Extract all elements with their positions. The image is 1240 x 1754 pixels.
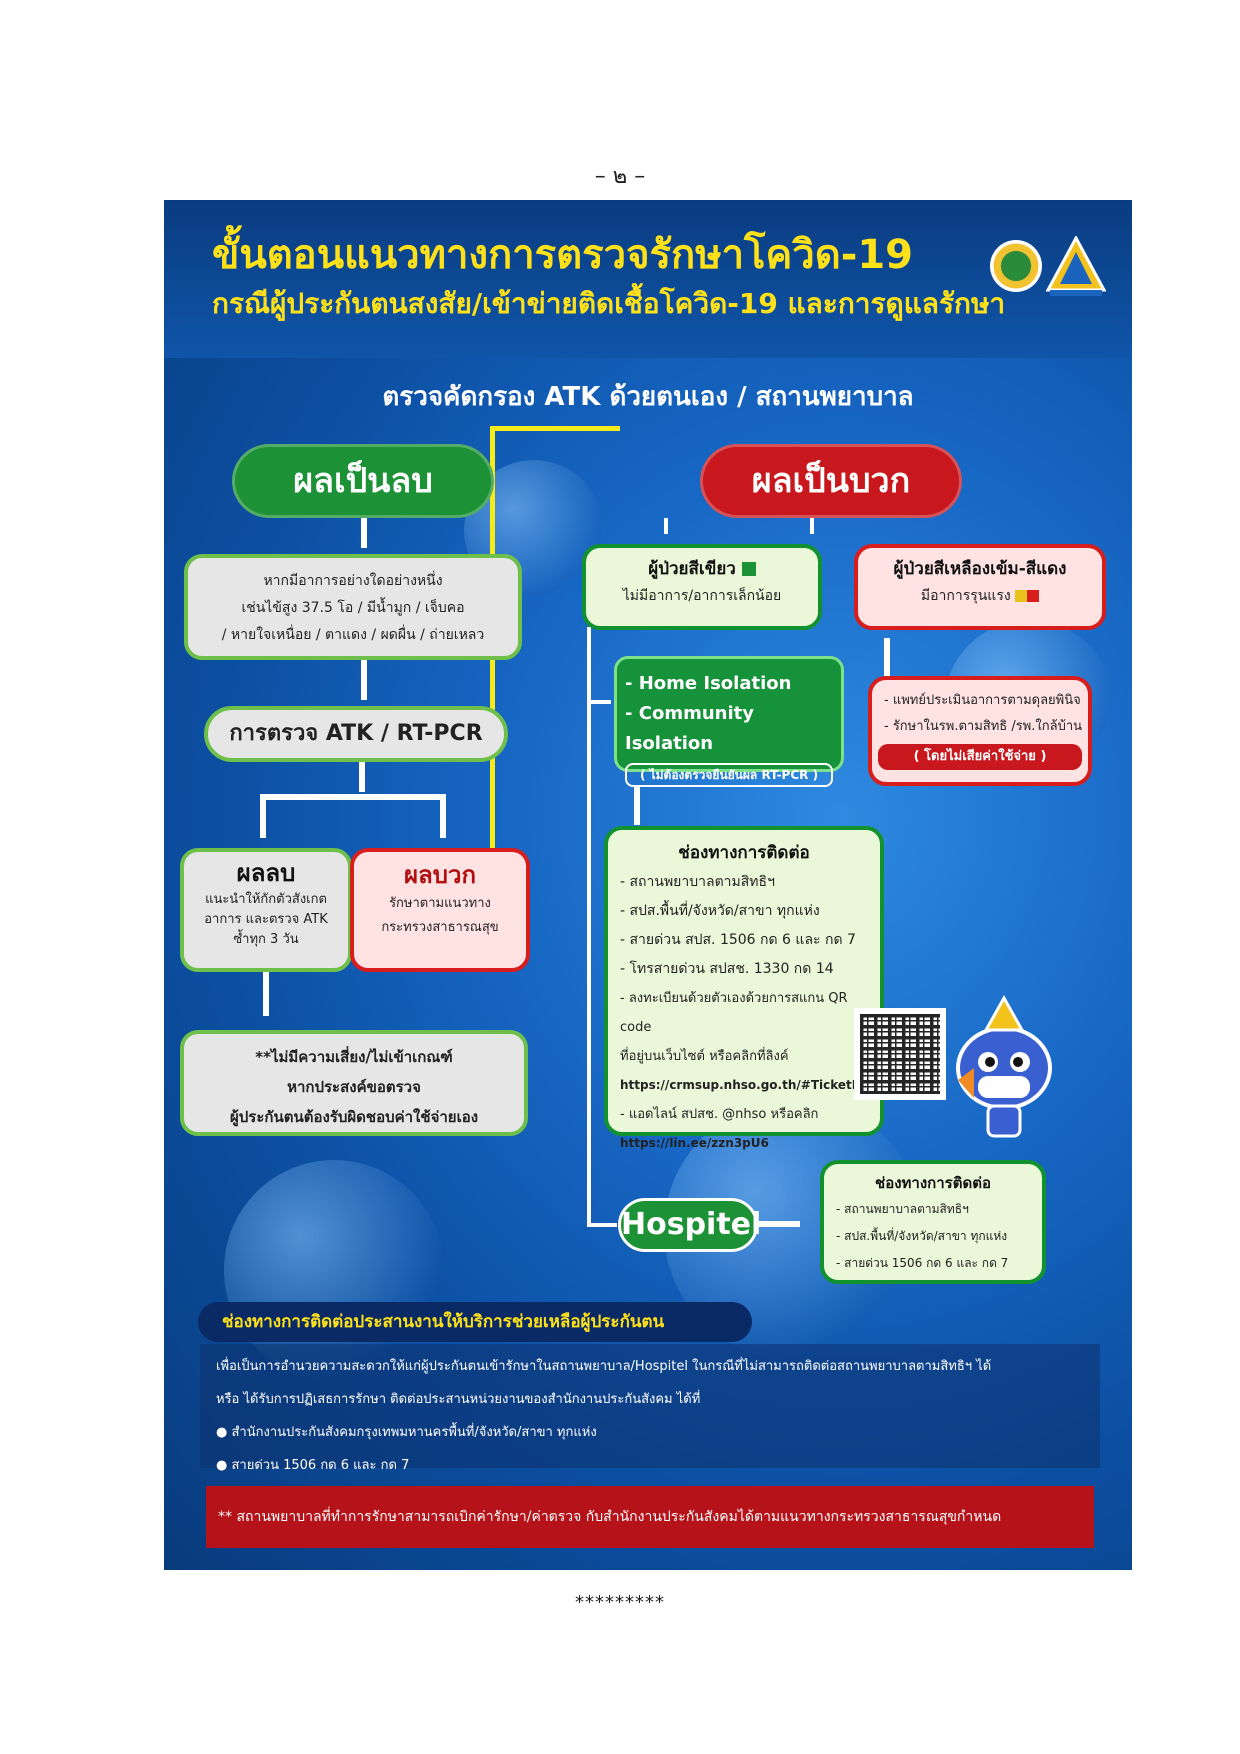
symptom-box: หากมีอาการอย่างใดอย่างหนึ่ง เช่นไข้สูง 3… xyxy=(184,554,522,660)
yellow-square-icon xyxy=(1015,590,1028,602)
sso-logo xyxy=(1046,236,1106,296)
contact-item: - แอดไลน์ สปสช. @nhso หรือคลิก xyxy=(620,1107,819,1122)
symptom-line: / หายใจเหนื่อย / ตาแดง / ผดผื่น / ถ่ายเห… xyxy=(221,627,485,643)
crmsup-link[interactable]: https://crmsup.nhso.go.th/#TicketHI xyxy=(620,1078,867,1092)
isolation-box: - Home Isolation - Community Isolation (… xyxy=(614,656,844,787)
green-square-icon xyxy=(741,562,756,576)
contact-box-hospitel: ช่องทางการติดต่อ - สถานพยาบาลตามสิทธิฯ -… xyxy=(820,1160,1046,1284)
red-square-icon xyxy=(1027,590,1040,602)
positive-result-box: ผลบวก รักษาตามแนวทาง กระทรวงสาธารณสุข xyxy=(350,848,530,972)
positive-result-pill: ผลเป็นบวก xyxy=(700,444,962,518)
connector xyxy=(263,972,269,1016)
footer-note: ** สถานพยาบาลที่ทำการรักษาสามารถเบิกค่าร… xyxy=(206,1486,1094,1548)
page-number: – ๒ – xyxy=(594,164,646,189)
connector xyxy=(664,518,668,534)
connector xyxy=(440,794,446,838)
connector xyxy=(359,762,365,792)
contact-item: - ลงทะเบียนด้วยตัวเองด้วยการสแกน QR code xyxy=(620,991,848,1035)
connector xyxy=(587,1223,617,1227)
assist-bullet: ● สำนักงานประกันสังคมกรุงเทพมหานครพื้นที… xyxy=(216,1425,597,1440)
connector xyxy=(756,1221,800,1227)
assist-bullet: ● สายด่วน 1506 กด 6 และ กด 7 xyxy=(216,1458,410,1473)
assist-text: เพื่อเป็นการอำนวยความสะดวกให้แก่ผู้ประกั… xyxy=(216,1350,1092,1482)
screening-heading: ตรวจคัดกรอง ATK ด้วยตนเอง / สถานพยาบาล xyxy=(382,382,914,412)
negative-result-box: ผลลบ แนะนำให้กักตัวสังเกต อาการ และตรวจ … xyxy=(180,848,352,972)
negative-result-pill: ผลเป็นลบ xyxy=(232,444,494,518)
positive-connector xyxy=(490,426,620,431)
mascot-icon xyxy=(956,994,1052,1138)
contact-item: - สายด่วน สปส. 1506 กด 6 และ กด 7 xyxy=(620,932,856,948)
negative-result-title: ผลลบ xyxy=(236,859,296,887)
no-risk-box: **ไม่มีความเสี่ยง/ไม่เข้าเกณฑ์ หากประสงค… xyxy=(180,1030,528,1136)
test-box: การตรวจ ATK / RT-PCR xyxy=(204,706,508,762)
line-link[interactable]: https://lin.ee/zzn3pU6 xyxy=(620,1136,769,1150)
connector xyxy=(634,785,640,825)
contact-item: - โทรสายด่วน สปสช. 1330 กด 14 xyxy=(620,961,834,977)
assist-section xyxy=(200,1344,1100,1468)
connector xyxy=(260,794,266,838)
contact-item: - สถานพยาบาลตามสิทธิฯ xyxy=(620,874,775,890)
poster-title: ขั้นตอนแนวทางการตรวจรักษาโควิด-19 xyxy=(212,232,913,278)
connector xyxy=(260,794,446,800)
connector xyxy=(361,660,367,700)
green-patient-title: ผู้ป่วยสีเขียว xyxy=(586,556,818,583)
symptom-line: เช่นไข้สูง 37.5 โอ / มีน้ำมูก / เจ็บคอ xyxy=(241,600,465,616)
poster-header xyxy=(164,200,1132,358)
assist-title: ช่องทางการติดต่อประสานงานให้บริการช่วยเห… xyxy=(198,1302,752,1342)
ministry-logo xyxy=(990,240,1042,292)
footer-stars: ********* xyxy=(575,1592,665,1613)
covid-guideline-poster: ขั้นตอนแนวทางการตรวจรักษาโควิด-19 กรณีผู… xyxy=(164,200,1132,1570)
connector xyxy=(361,518,367,548)
hospitel-pill: Hospitel xyxy=(618,1198,761,1252)
connector xyxy=(884,638,890,676)
connector xyxy=(587,700,611,704)
qr-code[interactable] xyxy=(854,1008,946,1100)
symptom-line: หากมีอาการอย่างใดอย่างหนึ่ง xyxy=(263,573,443,589)
contact-box-main: ช่องทางการติดต่อ - สถานพยาบาลตามสิทธิฯ -… xyxy=(604,826,884,1150)
connector xyxy=(810,518,814,534)
severe-care-box: - แพทย์ประเมินอาการตามดุลยพินิจ - รักษาใ… xyxy=(868,676,1092,786)
virus-decoration xyxy=(224,1160,444,1380)
yellow-red-patient-box: ผู้ป่วยสีเหลืองเข้ม-สีแดง มีอาการรุนแรง xyxy=(854,544,1106,630)
connector xyxy=(587,627,591,1227)
poster-subtitle: กรณีผู้ประกันตนสงสัย/เข้าข่ายติดเชื้อโคว… xyxy=(212,287,1006,320)
contact-item: - สปส.พื้นที่/จังหวัด/สาขา ทุกแห่ง xyxy=(620,903,820,919)
positive-result-title: ผลบวก xyxy=(403,861,476,889)
green-patient-box: ผู้ป่วยสีเขียว ไม่มีอาการ/อาการเล็กน้อย xyxy=(582,544,822,630)
contact-item: ที่อยู่บนเว็บไซต์ หรือคลิกที่ลิงค์ xyxy=(620,1049,789,1064)
